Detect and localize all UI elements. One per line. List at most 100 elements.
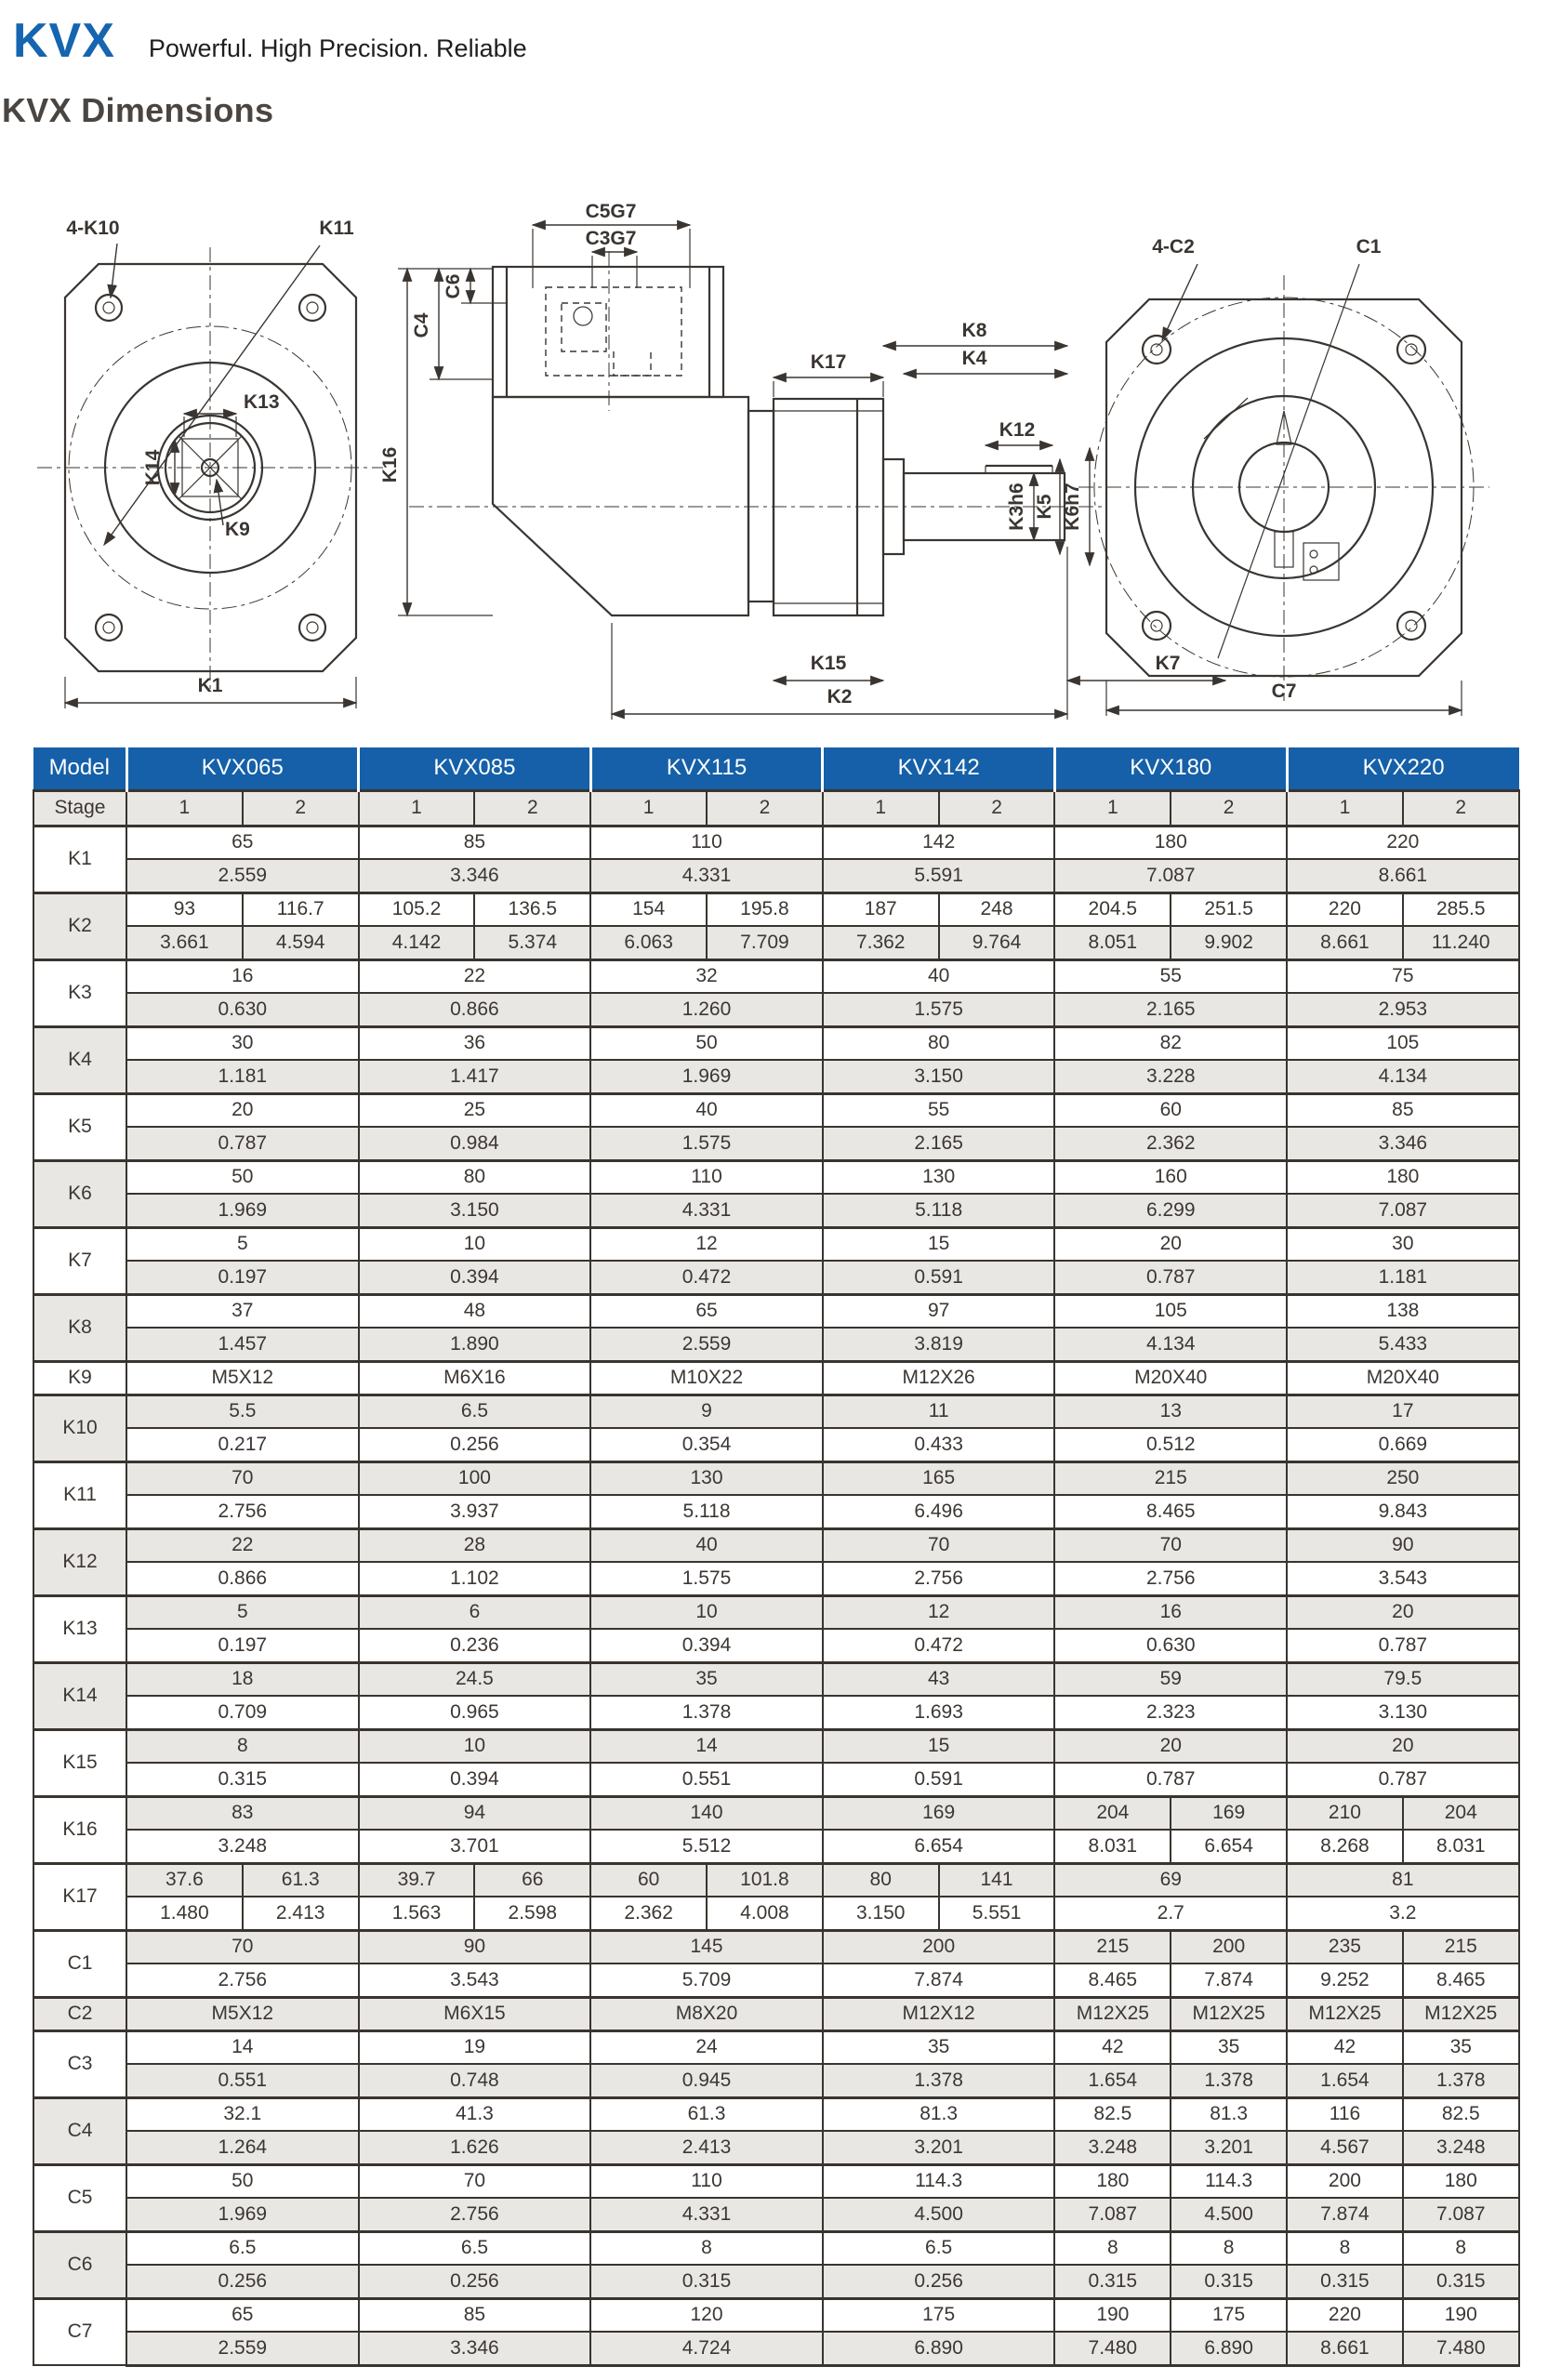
dim-cell: 7.087 — [1286, 1193, 1520, 1228]
row-label-c4: C4 — [33, 2096, 127, 2165]
dim-cell: 1.626 — [357, 2130, 592, 2165]
dim-cell: M12X26 — [821, 1359, 1056, 1395]
dim-cell: 1.969 — [126, 1193, 360, 1228]
stage-cell-kvx085-2: 2 — [473, 788, 592, 826]
dim-cell: 8.465 — [1053, 1963, 1172, 1998]
dim-cell: 154 — [589, 891, 708, 927]
dim-label-c3g7: C3G7 — [586, 228, 637, 249]
dim-cell: 7.087 — [1053, 858, 1289, 893]
row-label-k13: K13 — [33, 1593, 127, 1663]
row-label-k6: K6 — [33, 1158, 127, 1228]
dim-cell: 3.201 — [821, 2130, 1056, 2165]
dim-cell: 220 — [1286, 891, 1404, 927]
dim-cell: 4.008 — [706, 1896, 824, 1931]
dim-cell: 0.965 — [357, 1695, 592, 1730]
dim-cell: 40 — [821, 958, 1056, 994]
dim-cell: 285.5 — [1401, 891, 1520, 927]
dim-cell: 79.5 — [1286, 1660, 1520, 1697]
dim-cell: 24 — [589, 2029, 824, 2065]
dim-cell: 130 — [589, 1460, 824, 1496]
dim-cell: 3.228 — [1053, 1059, 1289, 1094]
dim-cell: 39.7 — [357, 1861, 476, 1897]
dim-cell: 180 — [1053, 824, 1289, 860]
stage-cell-kvx115-2: 2 — [706, 788, 824, 826]
dim-cell: 200 — [1170, 1928, 1289, 1964]
dim-cell: 3.346 — [357, 858, 592, 893]
dim-cell: 1.969 — [126, 2197, 360, 2232]
dim-cell: 204 — [1401, 1794, 1520, 1831]
dim-cell: 180 — [1053, 2162, 1172, 2199]
stage-cell-kvx115-1: 1 — [589, 788, 708, 826]
dim-cell: 97 — [821, 1292, 1056, 1329]
dim-cell: 140 — [589, 1794, 824, 1831]
dim-cell: 1.417 — [357, 1059, 592, 1094]
dim-cell: 8 — [589, 2229, 824, 2266]
dimension-drawing: 4-K10 K11 K13 K14 K9 K1 C5G7 C3G7 C6 C4 — [37, 201, 1489, 720]
dim-cell: 15 — [821, 1225, 1056, 1262]
dim-cell: 11 — [821, 1393, 1056, 1429]
dim-cell: 6.890 — [1170, 2331, 1289, 2367]
dim-cell: M12X25 — [1053, 1995, 1172, 2031]
dim-cell: 5.551 — [937, 1896, 1056, 1931]
dim-cell: 6.5 — [821, 2229, 1056, 2266]
dim-cell: 59 — [1053, 1660, 1289, 1697]
dim-cell: 145 — [589, 1928, 824, 1964]
dim-cell: 20 — [1053, 1727, 1289, 1764]
dim-cell: 42 — [1286, 2029, 1404, 2065]
dim-cell: 3.130 — [1286, 1695, 1520, 1730]
dim-cell: 6.063 — [589, 925, 708, 960]
dim-cell: 0.433 — [821, 1427, 1056, 1462]
dim-cell: 0.217 — [126, 1427, 360, 1462]
dim-cell: 3.150 — [357, 1193, 592, 1228]
dim-cell: 120 — [589, 2296, 824, 2333]
dim-label-k15: K15 — [811, 653, 847, 674]
dim-cell: 142 — [821, 824, 1056, 860]
dim-cell: 1.654 — [1286, 2063, 1404, 2098]
dim-cell: 90 — [1286, 1527, 1520, 1563]
dim-cell: 0.984 — [357, 1126, 592, 1161]
dim-cell: 60 — [589, 1861, 708, 1897]
dim-cell: 7.874 — [821, 1963, 1056, 1998]
row-label-c7: C7 — [33, 2296, 127, 2366]
dim-cell: 0.512 — [1053, 1427, 1289, 1462]
dim-cell: 2.7 — [1053, 1896, 1289, 1931]
dim-cell: 5.118 — [821, 1193, 1056, 1228]
dim-cell: 6 — [357, 1593, 592, 1630]
dim-label-k5: K5 — [1034, 494, 1055, 519]
row-label-c6: C6 — [33, 2229, 127, 2299]
dim-cell: 1.563 — [357, 1896, 476, 1931]
dim-cell: 8 — [1170, 2229, 1289, 2266]
dim-cell: M10X22 — [589, 1359, 824, 1395]
dim-cell: 14 — [126, 2029, 360, 2065]
dim-cell: 248 — [937, 891, 1056, 927]
row-label-k16: K16 — [33, 1794, 127, 1864]
dim-cell: 114.3 — [1170, 2162, 1289, 2199]
dim-cell: M5X12 — [126, 1359, 360, 1395]
dim-label-c1: C1 — [1356, 236, 1382, 258]
dim-cell: 2.559 — [126, 858, 360, 893]
dim-cell: 1.102 — [357, 1561, 592, 1596]
dim-cell: M20X40 — [1053, 1359, 1289, 1395]
dim-cell: 8.661 — [1286, 2331, 1404, 2367]
dim-cell: 0.551 — [589, 1762, 824, 1797]
row-label-c3: C3 — [33, 2029, 127, 2098]
dim-cell: 4.142 — [357, 925, 476, 960]
dim-cell: 6.299 — [1053, 1193, 1289, 1228]
dim-cell: 105.2 — [357, 891, 476, 927]
dim-cell: 5.118 — [589, 1494, 824, 1529]
dim-cell: 61.3 — [589, 2096, 824, 2132]
dim-cell: 35 — [821, 2029, 1056, 2065]
dim-cell: 3.248 — [1401, 2130, 1520, 2165]
dim-cell: 2.559 — [126, 2331, 360, 2367]
dim-cell: M6X15 — [357, 1995, 592, 2031]
dim-cell: 141 — [937, 1861, 1056, 1897]
